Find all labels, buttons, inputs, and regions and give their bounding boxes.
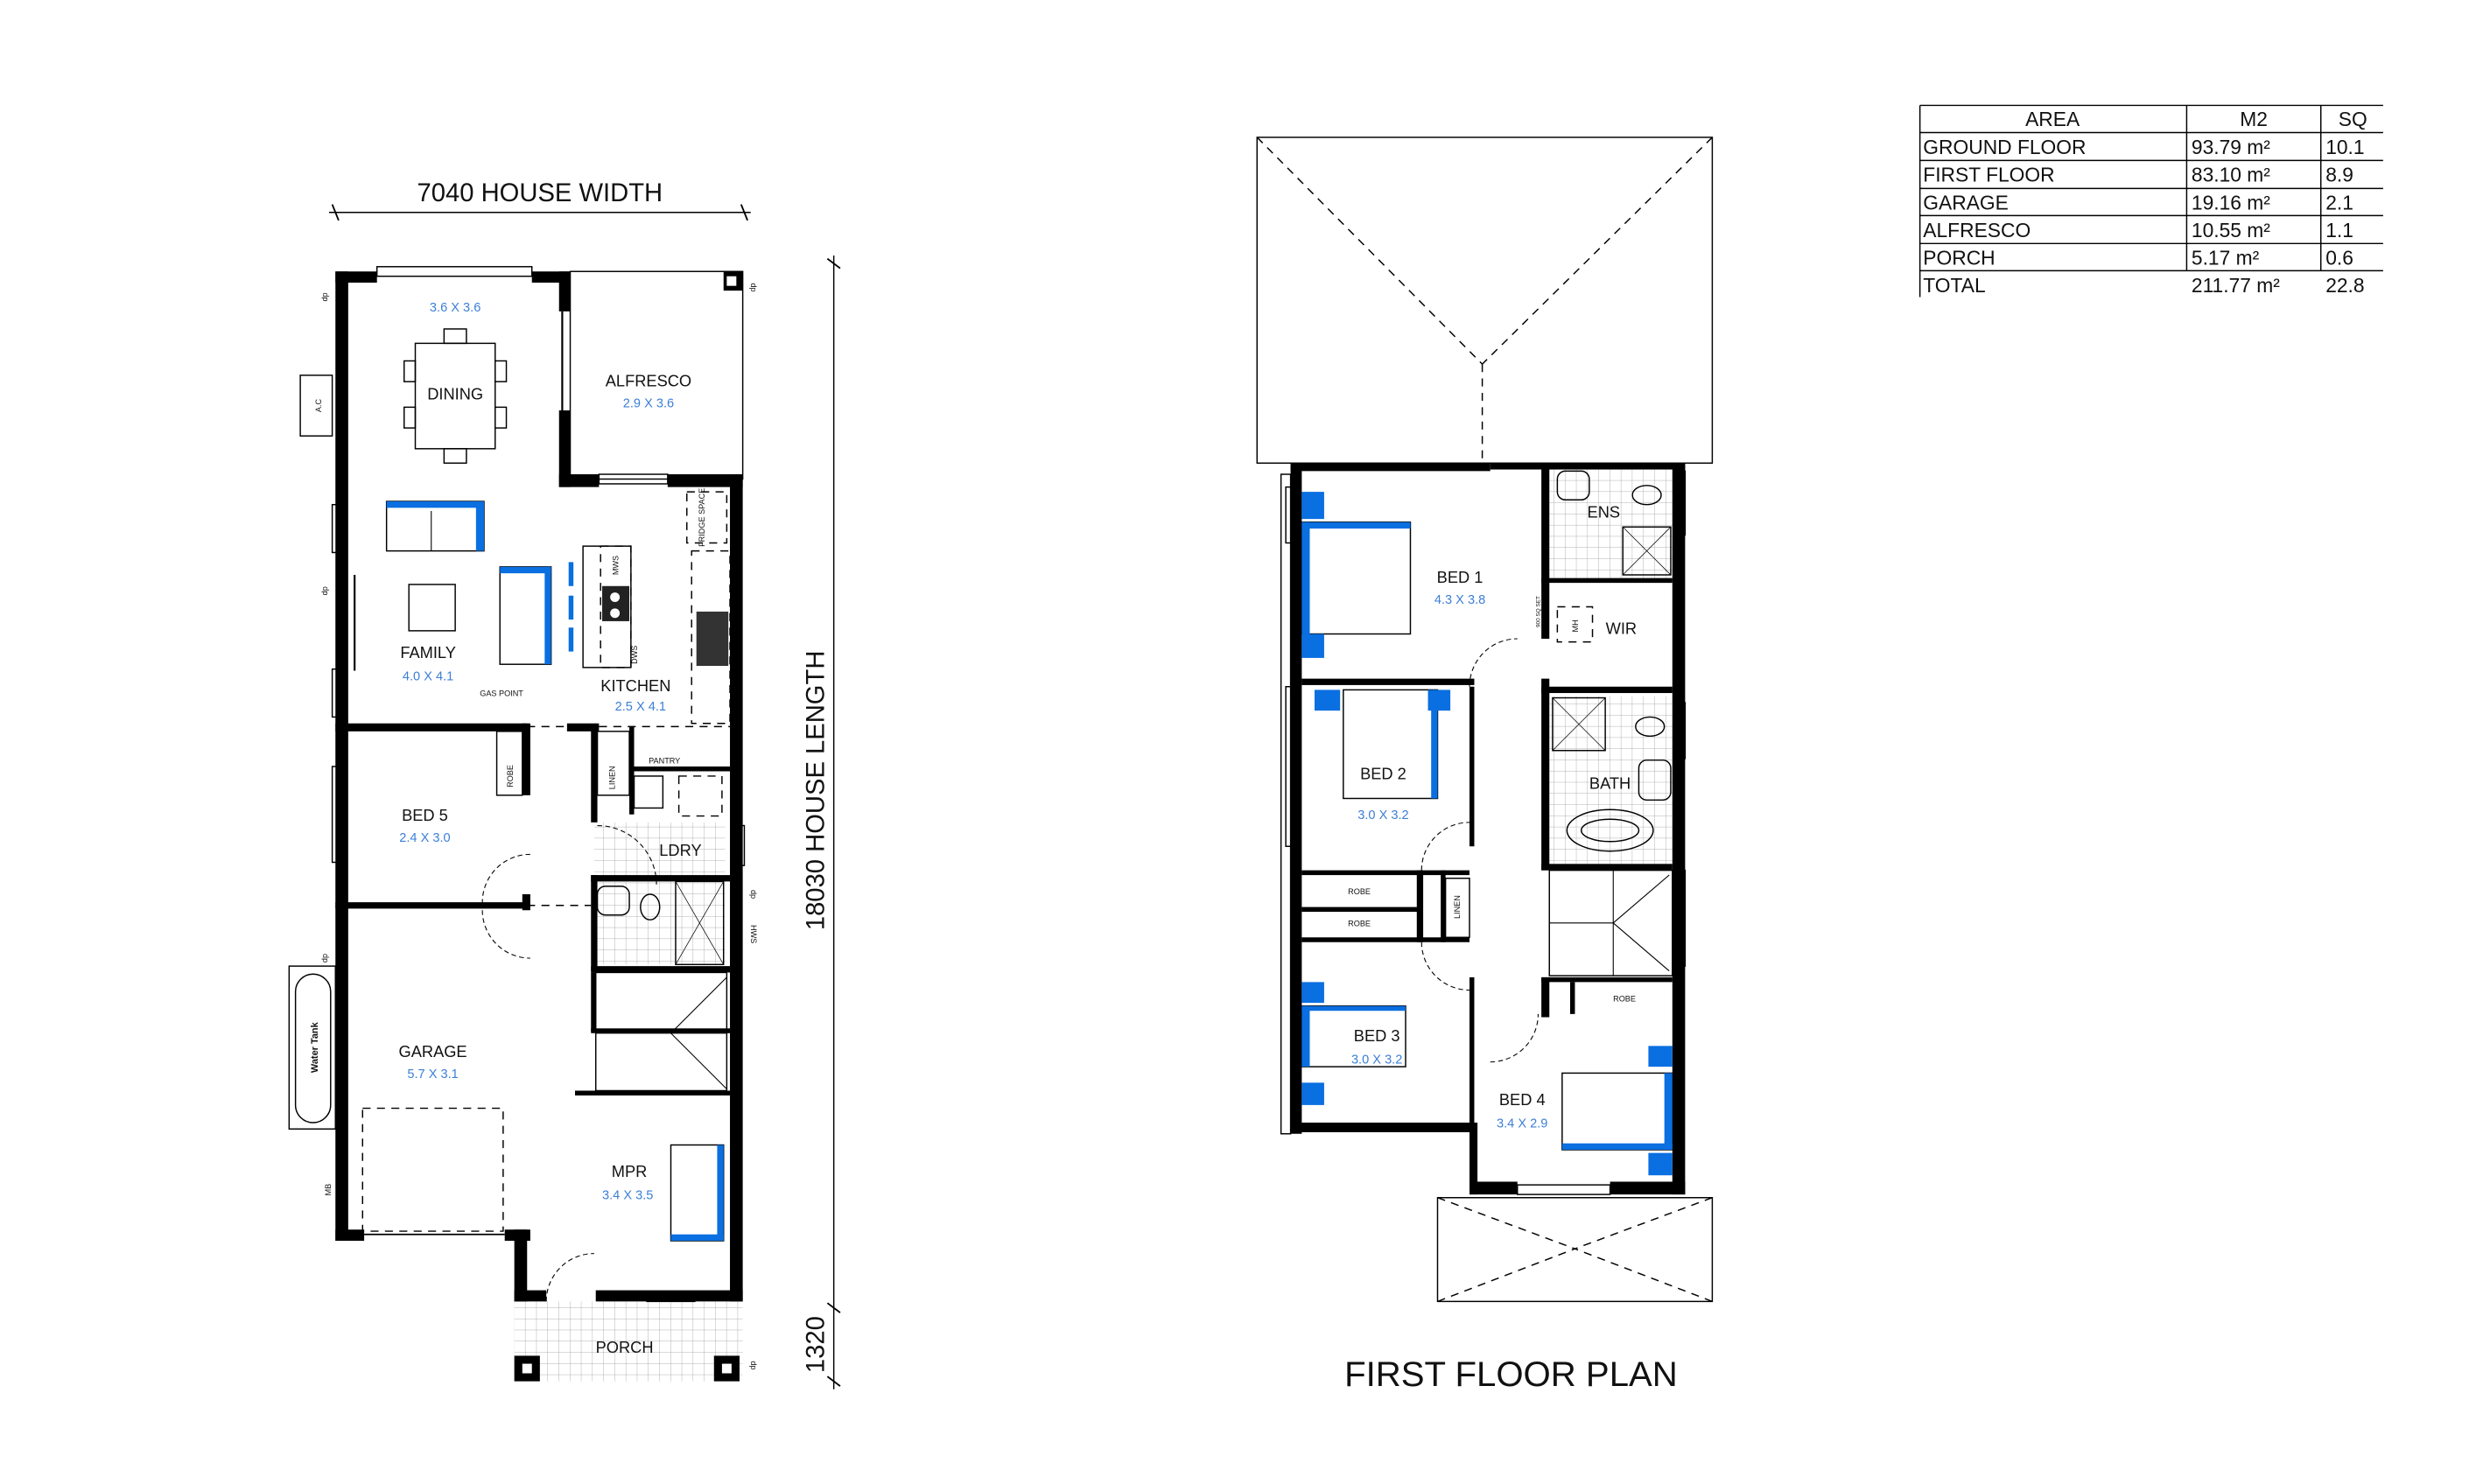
room-mpr: MPR (612, 1162, 648, 1180)
linen-label: LINEN (1453, 895, 1462, 919)
table-cell: 22.8 (2325, 274, 2364, 297)
dining-table (403, 328, 508, 464)
room-kitchen-size: 2.5 X 4.1 (615, 700, 666, 714)
robe-label: ROBE (506, 765, 515, 788)
area-table: AREA M2 SQ GROUND FLOOR 93.79 m² 10.1FIRST… (1918, 104, 2383, 298)
linen-label: LINEN (608, 766, 617, 789)
bed1-bed (1301, 492, 1412, 658)
table-cell: PORCH (1923, 246, 1995, 269)
room-dining-size: 3.6 X 3.6 (430, 301, 480, 315)
length-dimension: 18030 HOUSE LENGTH 1320 (803, 256, 841, 1390)
room-kitchen: KITCHEN (600, 676, 670, 695)
robe-label: ROBE (1348, 920, 1371, 928)
table-cell: GROUND FLOOR (1923, 136, 2086, 158)
table-header-area: AREA (2025, 108, 2080, 130)
width-dimension-label: 7040 HOUSE WIDTH (417, 179, 663, 207)
table-cell: 2.1 (2325, 191, 2353, 214)
length-dimension-label: 18030 HOUSE LENGTH (803, 651, 831, 931)
downpipe-label: dp (320, 954, 329, 962)
ac-label: A.C (314, 399, 323, 413)
gas-point-label: GAS POINT (480, 690, 523, 698)
room-garage-size: 5.7 X 3.1 (407, 1068, 458, 1082)
table-header-sq: SQ (2339, 108, 2367, 130)
table-cell: 0.6 (2325, 246, 2353, 269)
table-cell: 10.1 (2325, 136, 2364, 158)
room-ens: ENS (1588, 502, 1621, 521)
mws-label: MWS (611, 556, 620, 575)
room-bed3: BED 3 (1354, 1026, 1400, 1045)
room-family-size: 4.0 X 4.1 (403, 669, 453, 683)
set-label: 900 SQ SET (1535, 596, 1541, 627)
kitchen-island: MWS DWS (582, 545, 639, 668)
ac-unit: A.C (299, 374, 333, 437)
room-garage: GARAGE (399, 1042, 467, 1060)
family-armchair (499, 566, 552, 665)
table-cell: ALFRESCO (1923, 219, 2031, 242)
robe-label: ROBE (1348, 887, 1371, 896)
room-porch: PORCH (596, 1338, 654, 1356)
bed2-bed (1314, 689, 1451, 800)
room-dining: DINING (427, 384, 483, 402)
table-cell: GARAGE (1923, 191, 2009, 214)
downpipe-label: dp (320, 586, 329, 595)
room-bed2-size: 3.0 X 3.2 (1357, 808, 1408, 822)
bed3-bed (1301, 982, 1406, 1105)
room-alfresco: ALFRESCO (606, 372, 691, 390)
fridge-space-label: FRIDGE SPACE (698, 488, 706, 547)
hws-label: HWS (749, 925, 758, 943)
water-tank-label: Water Tank (310, 1021, 320, 1073)
room-bath: BATH (1589, 774, 1631, 793)
downpipe-label: dp (749, 283, 758, 291)
room-bed3-size: 3.0 X 3.2 (1351, 1053, 1402, 1067)
first-floor-plan-title: FIRST FLOOR PLAN (1344, 1354, 1678, 1394)
dws-label: DWS (630, 646, 639, 664)
downpipe-label: dp (749, 1361, 758, 1369)
room-bed5: BED 5 (402, 806, 448, 824)
bed4-bed (1561, 1046, 1673, 1176)
manhole-label: MH (1571, 620, 1580, 632)
table-header-m2: M2 (2240, 108, 2268, 130)
room-bed1: BED 1 (1437, 568, 1483, 586)
table-cell: 5.17 m² (2192, 246, 2260, 269)
mb-label: MB (324, 1184, 333, 1196)
room-alfresco-size: 2.9 X 3.6 (623, 396, 674, 410)
table-cell: 8.9 (2325, 164, 2353, 186)
table-cell: TOTAL (1923, 274, 1985, 297)
room-mpr-size: 3.4 X 3.5 (602, 1189, 653, 1203)
downpipe-label: dp (749, 890, 758, 899)
room-ldry: LDRY (659, 841, 701, 859)
first-floor-stairs (1548, 869, 1673, 976)
table-cell: 211.77 m² (2192, 274, 2280, 297)
room-family: FAMILY (400, 643, 456, 662)
room-bed4-size: 3.4 X 2.9 (1497, 1116, 1547, 1130)
family-sofa (385, 500, 485, 552)
room-bed2: BED 2 (1360, 765, 1406, 783)
table-cell: 1.1 (2325, 219, 2353, 242)
ground-stairs (594, 971, 728, 1092)
table-cell: 10.55 m² (2192, 219, 2270, 242)
table-cell: 19.16 m² (2192, 191, 2270, 214)
room-bed4: BED 4 (1499, 1090, 1546, 1109)
ground-floor-plan: 7040 HOUSE WIDTH 18030 HOUSE LENGTH 1320 (288, 179, 841, 1390)
water-tank: Water Tank (288, 965, 336, 1130)
table-cell: FIRST FLOOR (1923, 164, 2054, 186)
width-dimension: 7040 HOUSE WIDTH (328, 179, 751, 221)
downpipe-label: dp (320, 292, 329, 301)
coffee-table (408, 584, 456, 632)
table-cell: 93.79 m² (2192, 136, 2270, 158)
pantry-label: PANTRY (649, 756, 680, 765)
robe-label: ROBE (1613, 994, 1636, 1003)
porch-dimension-label: 1320 (803, 1316, 831, 1373)
first-floor-plan: MH 900 SQ SET ROBE ROBE ROBE LINEN (1256, 136, 1714, 1394)
room-bed1-size: 4.3 X 3.8 (1434, 593, 1485, 607)
mpr-sofa (670, 1144, 725, 1242)
room-wir: WIR (1606, 620, 1637, 638)
table-cell: 83.10 m² (2192, 164, 2270, 186)
room-bed5-size: 2.4 X 3.0 (399, 831, 450, 845)
